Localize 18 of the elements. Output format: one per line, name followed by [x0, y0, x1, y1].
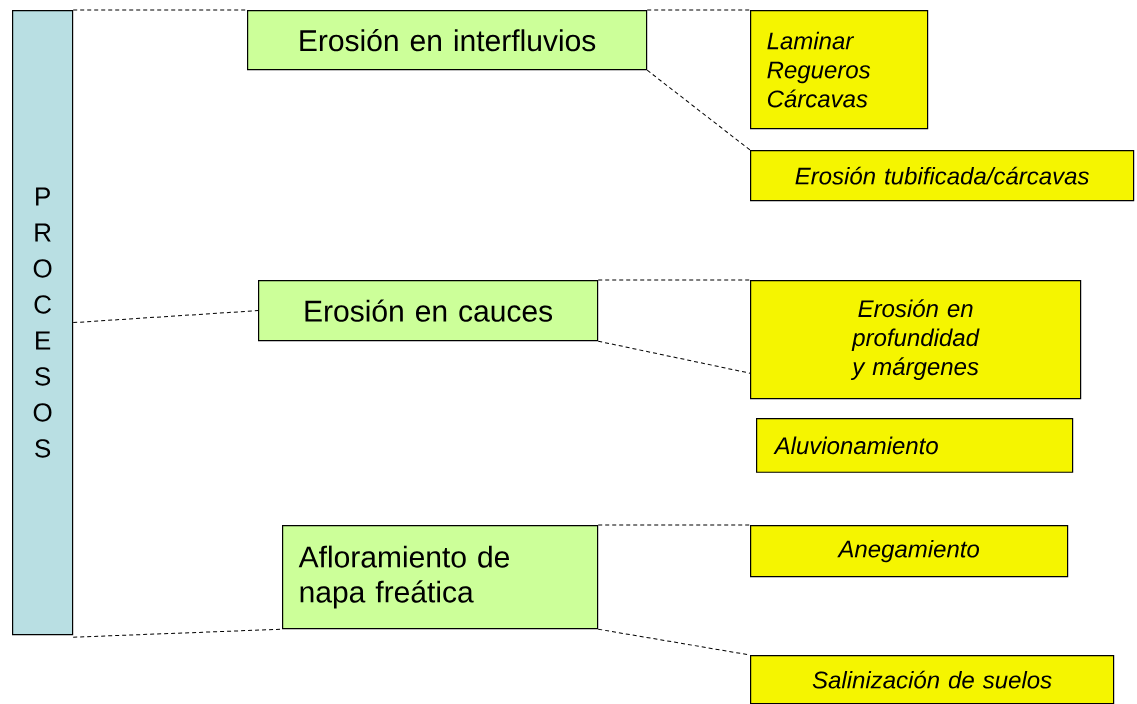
effect-box: Aluvionamiento	[756, 418, 1074, 473]
connector-line	[646, 9, 751, 11]
vertical-bar: PROCESOS	[12, 10, 74, 636]
connector-line	[72, 310, 259, 324]
connector-line	[597, 628, 751, 656]
connector-line	[597, 340, 751, 374]
connector-line	[597, 524, 751, 526]
connector-line	[646, 69, 751, 151]
effect-box: Anegamiento	[750, 525, 1069, 578]
effect-box: Laminar Regueros Cárcavas	[750, 10, 929, 130]
effect-box: Erosión tubificada/cárcavas	[750, 150, 1135, 202]
effect-box: Salinización de suelos	[750, 655, 1115, 704]
effect-box: Erosión en profundidad y márgenes	[750, 280, 1082, 400]
process-box: Erosión en interfluvios	[247, 10, 648, 71]
connector-line	[72, 9, 248, 11]
process-box: Erosión en cauces	[258, 280, 599, 342]
process-box: Afloramiento de napa freática	[282, 525, 599, 630]
connector-line	[597, 279, 751, 281]
